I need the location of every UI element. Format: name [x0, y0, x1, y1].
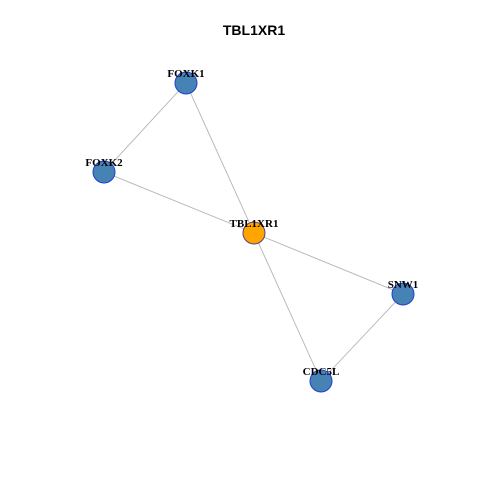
- nodes-layer: [92, 71, 415, 393]
- diagram-title: TBL1XR1: [223, 22, 285, 38]
- node-label-tbl1xr1: TBL1XR1: [230, 218, 279, 230]
- node-label-cdc5l: CDC5L: [303, 366, 340, 378]
- edge-tbl1xr1-snw1: [253, 232, 404, 295]
- node-snw1: [391, 282, 415, 306]
- edges-layer: [103, 82, 404, 382]
- edge-foxk1-tbl1xr1: [185, 82, 255, 234]
- edge-tbl1xr1-cdc5l: [253, 232, 322, 382]
- node-foxk1: [174, 71, 198, 95]
- node-cdc5l: [309, 369, 333, 393]
- node-tbl1xr1: [242, 221, 266, 245]
- node-label-foxk1: FOXK1: [167, 68, 204, 80]
- edge-foxk2-tbl1xr1: [103, 171, 255, 234]
- node-foxk2: [92, 160, 116, 184]
- node-label-snw1: SNW1: [388, 279, 419, 291]
- edge-snw1-cdc5l: [320, 293, 404, 382]
- edge-foxk1-foxk2: [103, 82, 187, 173]
- node-label-foxk2: FOXK2: [85, 157, 123, 169]
